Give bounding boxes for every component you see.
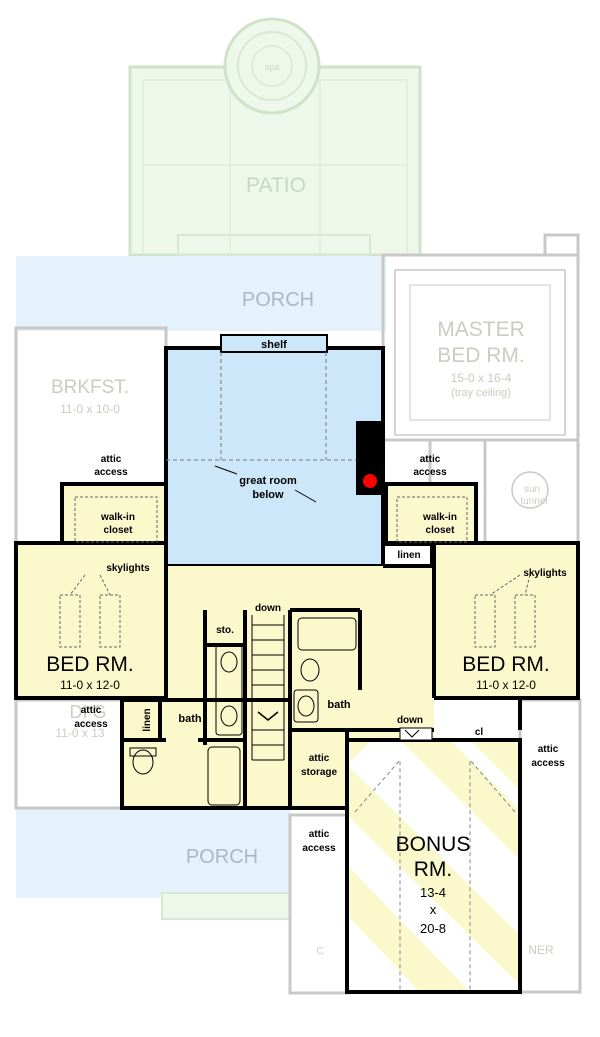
attic-access-left-1: attic [101,454,122,465]
chimney-marker [363,474,377,488]
bedroom-right-label: BED RM. [462,653,550,676]
walkin-left-1: walk-in [100,512,135,523]
bedroom-left-label: BED RM. [46,653,134,676]
storage-label: sto. [216,625,234,636]
attic-access-right-1: attic [420,454,441,465]
patio-label: PATIO [246,174,306,197]
attic-storage-2: storage [301,767,338,778]
bath-left-label: bath [178,713,202,725]
stairs-down-label: down [255,603,281,614]
sun-tunnel-label-1: sun [524,484,540,495]
corner-label-right: NER [528,943,554,957]
master-label-2: BED RM. [437,344,525,367]
bonus-down-label: down [397,715,423,726]
spa [223,17,321,115]
corner-label-left: C [316,946,323,957]
skylights-left-label: skylights [106,563,150,574]
spa-label: spa [265,62,280,72]
master-label-1: MASTER [437,318,525,341]
attic-access-bonus-2: access [302,843,336,854]
skylights-right-label: skylights [523,568,567,579]
stairs [251,615,285,761]
bonus-room [345,727,522,994]
sun-tunnel-icon [511,471,549,509]
porch-front [16,808,290,898]
attic-access-lower-left-2: access [74,719,108,730]
dining-dims: 11-0 x 13 [55,726,104,740]
closet-label: cl [475,727,484,738]
great-room-label-1: great room [239,475,297,487]
linen-side-label: linen [142,708,153,731]
sun-tunnel-label-2: tunnel [520,496,547,507]
attic-access-far-right-1: attic [538,744,559,755]
chimney [356,421,383,495]
porch-front-label: PORCH [186,846,258,868]
attic-access-bonus-1: attic [309,829,330,840]
walkin-right-2: closet [426,525,456,536]
front-steps [161,892,291,920]
walkin-left-2: closet [104,525,134,536]
attic-storage-1: attic [309,753,330,764]
dining-label: DI G [69,702,106,722]
bonus-dim-1: 13-4 [420,885,446,900]
great-room-label-2: below [252,489,284,501]
attic-access-lower-left-1: attic [81,705,102,716]
bonus-dim-x: x [430,902,437,917]
bath-right-label: bath [327,699,351,711]
bedroom-right-dims: 11-0 x 12-0 [476,678,536,692]
great-room-open-below [164,334,385,568]
attic-access-right-2: access [413,467,447,478]
bath-fixtures [129,617,357,806]
skylights [59,574,536,648]
attic-access-far-right-2: access [531,758,565,769]
porch-rear [16,256,386,331]
master-note: (tray ceiling) [451,387,511,399]
bonus-label-2: RM. [414,858,453,881]
walkin-right-1: walk-in [422,512,457,523]
brkfst-label: BRKFST. [51,377,129,398]
shelf-label: shelf [261,339,287,351]
bonus-label-1: BONUS [396,833,471,856]
master-dims: 15-0 x 16-4 [451,371,512,385]
linen-top-label: linen [397,550,420,561]
porch-rear-label: PORCH [242,289,314,311]
bedroom-left-dims: 11-0 x 12-0 [60,678,120,692]
attic-access-left-2: access [94,467,128,478]
interior-walls [122,541,578,808]
brkfst-dims: 11-0 x 10-0 [60,402,120,416]
closet-shelves [74,496,468,543]
bonus-dim-2: 20-8 [420,921,446,936]
